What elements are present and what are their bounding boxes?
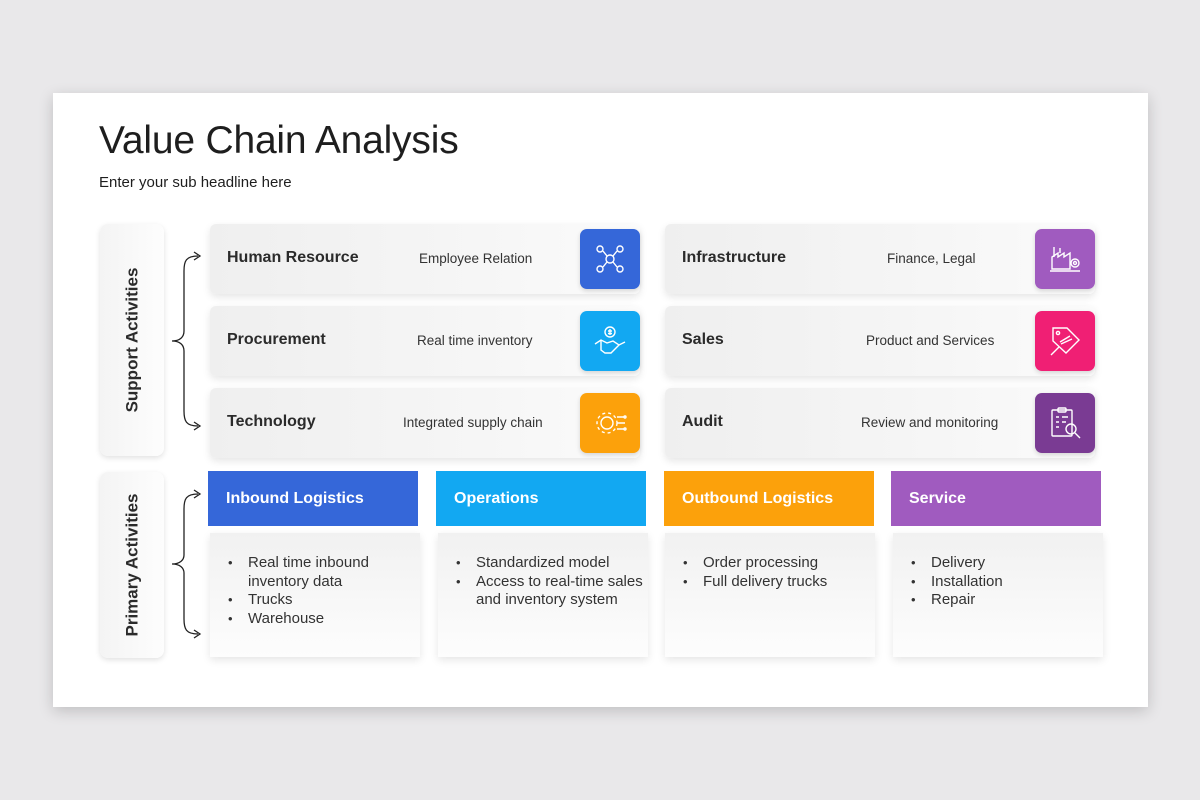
primary-body-operations: Standardized model Access to real-time s… <box>438 533 648 657</box>
list-item: Installation <box>911 573 1103 592</box>
primary-body-outbound-logistics: Order processing Full delivery trucks <box>665 533 875 657</box>
list-item: Order processing <box>683 554 875 573</box>
primary-header-inbound-logistics[interactable]: Inbound Logistics <box>208 471 418 526</box>
primary-activities-label: Primary Activities <box>122 493 141 637</box>
primary-header-operations[interactable]: Operations <box>436 471 646 526</box>
support-activities-label-box: Support Activities <box>100 224 164 456</box>
sale-tag-icon <box>1035 311 1095 371</box>
list-item: Standardized model <box>456 554 648 573</box>
support-card-procurement[interactable]: Procurement Real time inventory <box>210 306 640 376</box>
support-card-title: Audit <box>682 413 723 430</box>
gear-circuit-icon <box>580 393 640 453</box>
primary-body-inbound-logistics: Real time inbound inventory data Trucks … <box>210 533 420 657</box>
support-card-technology[interactable]: Technology Integrated supply chain <box>210 388 640 458</box>
list-item: Trucks <box>228 591 420 610</box>
support-card-sales[interactable]: Sales Product and Services <box>665 306 1095 376</box>
primary-activities-label-box: Primary Activities <box>100 472 164 658</box>
support-activities-label: Support Activities <box>122 267 141 413</box>
support-card-description: Product and Services <box>866 333 995 348</box>
support-card-audit[interactable]: Audit Review and monitoring <box>665 388 1095 458</box>
support-card-human-resource[interactable]: Human Resource Employee Relation <box>210 224 640 294</box>
support-card-description: Real time inventory <box>417 333 533 348</box>
support-card-description: Finance, Legal <box>887 251 976 266</box>
support-brace-icon <box>171 251 202 431</box>
support-card-description: Integrated supply chain <box>403 415 543 430</box>
list-item: Real time inbound inventory data <box>228 554 420 591</box>
list-item: Full delivery trucks <box>683 573 875 592</box>
support-card-title: Sales <box>682 331 724 348</box>
page-title: Value Chain Analysis <box>99 119 459 162</box>
primary-brace-icon <box>171 489 202 639</box>
primary-header-service[interactable]: Service <box>891 471 1101 526</box>
support-card-title: Procurement <box>227 331 326 348</box>
primary-body-service: Delivery Installation Repair <box>893 533 1103 657</box>
support-card-infrastructure[interactable]: Infrastructure Finance, Legal <box>665 224 1095 294</box>
list-item: Access to real-time sales and inventory … <box>456 573 648 610</box>
support-card-title: Technology <box>227 413 316 430</box>
list-item: Warehouse <box>228 610 420 629</box>
list-item: Delivery <box>911 554 1103 573</box>
support-card-description: Review and monitoring <box>861 415 999 430</box>
support-card-title: Human Resource <box>227 249 359 266</box>
network-people-icon <box>580 229 640 289</box>
support-card-title: Infrastructure <box>682 249 787 266</box>
primary-header-outbound-logistics[interactable]: Outbound Logistics <box>664 471 874 526</box>
slide: Value Chain Analysis Enter your sub head… <box>53 93 1148 707</box>
factory-gear-icon <box>1035 229 1095 289</box>
list-item: Repair <box>911 591 1103 610</box>
support-card-description: Employee Relation <box>419 251 533 266</box>
page-subtitle: Enter your sub headline here <box>99 174 292 191</box>
handshake-dollar-icon <box>580 311 640 371</box>
clipboard-magnifier-icon <box>1035 393 1095 453</box>
